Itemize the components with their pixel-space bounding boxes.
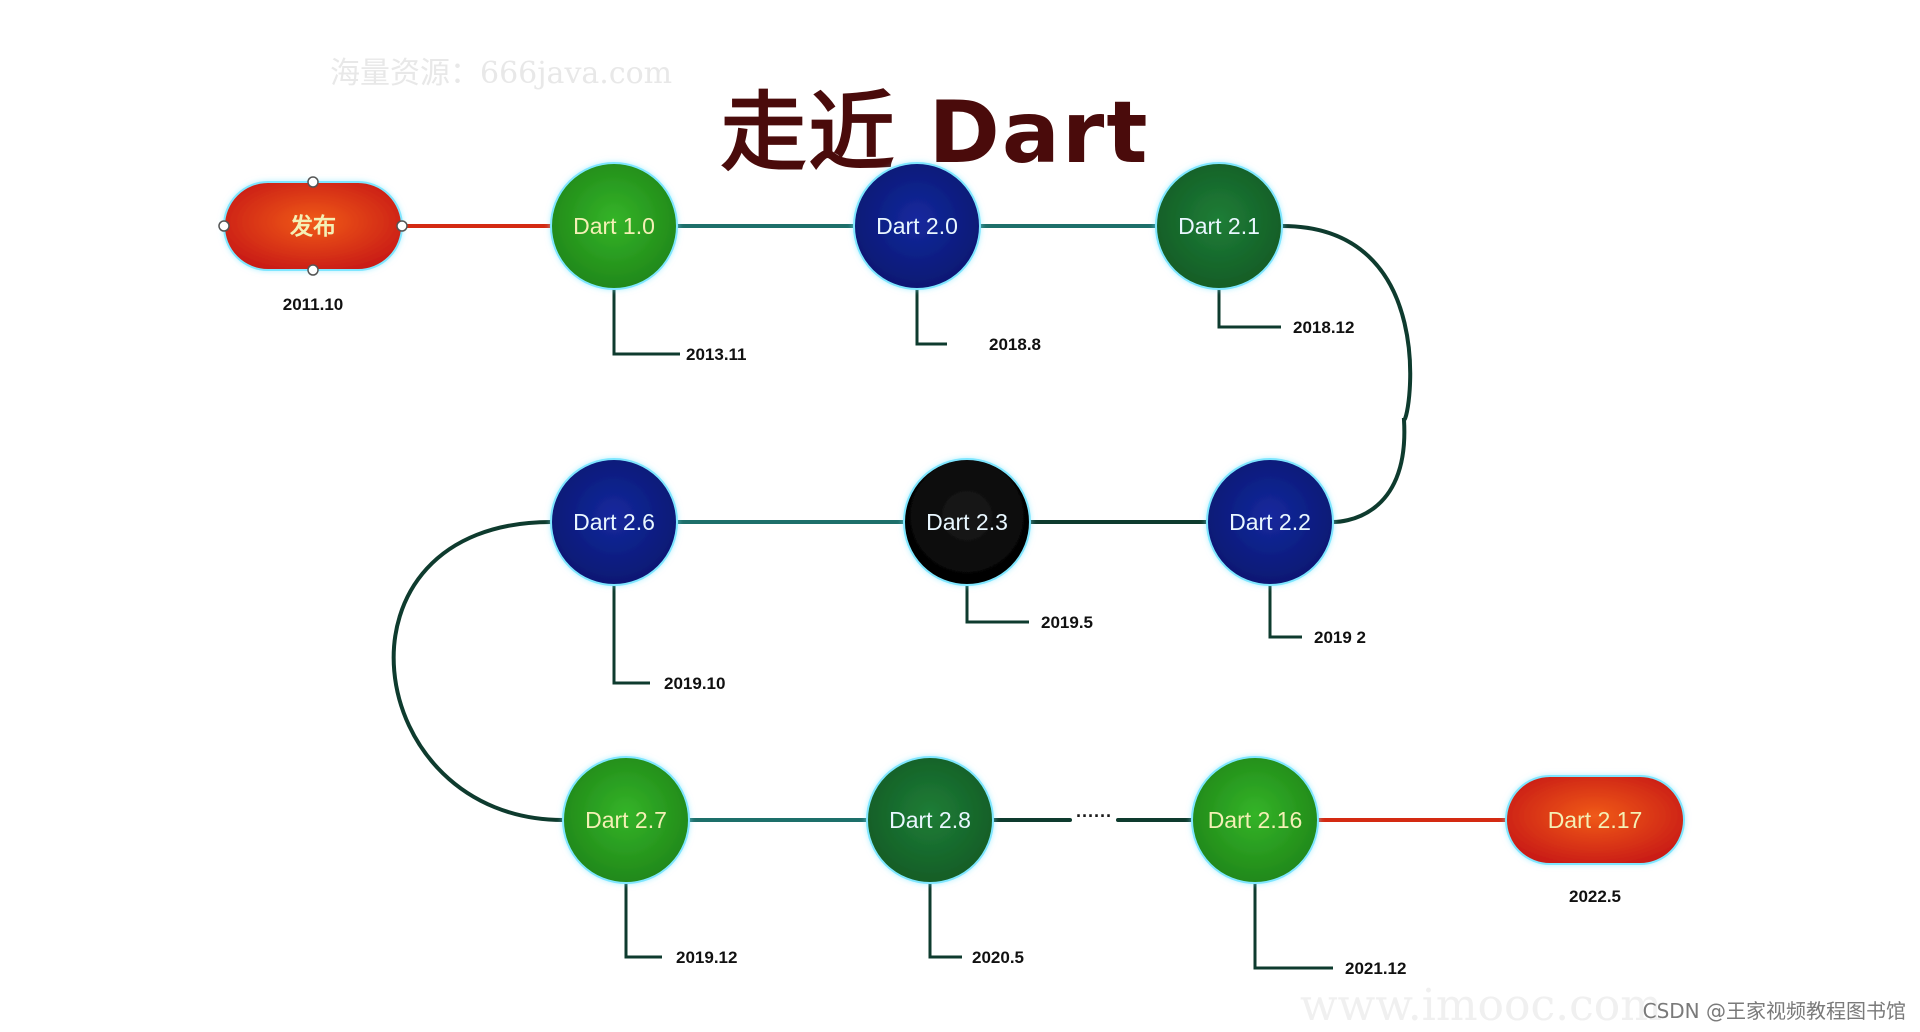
- date-leader-lines: [612, 289, 1333, 970]
- date-label-dart-2-7: 2019.12: [676, 948, 737, 967]
- date-leader-dart-2-16: [1253, 883, 1333, 970]
- date-label-publish: 2011.10: [283, 295, 344, 314]
- node-label-dart-2-1: Dart 2.1: [1178, 213, 1260, 239]
- selection-handle: [307, 264, 319, 276]
- selection-handle: [396, 220, 408, 232]
- date-label-dart-2-0: 2018.8: [989, 335, 1041, 354]
- date-leader-dart-2-6: [612, 585, 650, 685]
- date-label-dart-2-8: 2020.5: [972, 948, 1024, 967]
- connector-2-6-to-2-7: [391, 520, 565, 822]
- date-leader-dart-1-0: [612, 289, 680, 356]
- selection-handle: [307, 176, 319, 188]
- date-label-dart-1-0: 2013.11: [686, 345, 747, 364]
- node-dart-2-8: [866, 756, 994, 884]
- node-label-dart-1-0: Dart 1.0: [573, 213, 655, 239]
- date-label-dart-2-6: 2019.10: [664, 674, 725, 693]
- date-label-dart-2-16: 2021.12: [1345, 959, 1406, 978]
- node-label-dart-2-6: Dart 2.6: [573, 509, 655, 535]
- node-dart-2-16: [1191, 756, 1319, 884]
- connector-lines: [391, 224, 1508, 822]
- node-dart-2-2: [1206, 458, 1334, 586]
- node-label-dart-2-2: Dart 2.2: [1229, 509, 1311, 535]
- date-label-dart-2-3: 2019.5: [1041, 613, 1093, 632]
- node-label-dart-2-3: Dart 2.3: [926, 509, 1008, 535]
- node-dart-2-3: [903, 458, 1031, 586]
- node-label-dart-2-16: Dart 2.16: [1208, 807, 1303, 833]
- node-dart-2-17: [1505, 775, 1685, 865]
- date-leader-dart-2-2: [1268, 585, 1302, 639]
- node-dart-2-7: [562, 756, 690, 884]
- date-label-dart-2-1: 2018.12: [1293, 318, 1354, 337]
- node-dart-2-6: [550, 458, 678, 586]
- node-label-publish: 发布: [289, 213, 336, 239]
- date-leader-dart-2-0: [915, 289, 947, 346]
- selection-handle: [218, 220, 230, 232]
- credit-text: CSDN @王家视频教程图书馆: [1642, 999, 1906, 1023]
- node-label-dart-2-17: Dart 2.17: [1548, 807, 1643, 833]
- watermark-bottom: www.imooc.com: [1300, 980, 1663, 1031]
- node-dart-1-0: [550, 162, 678, 290]
- watermark-top: 海量资源：666java.com: [330, 56, 673, 91]
- node-dart-2-1: [1155, 162, 1283, 290]
- date-label-dart-2-17: 2022.5: [1569, 887, 1621, 906]
- date-leader-dart-2-7: [624, 883, 662, 959]
- date-label-dart-2-2: 2019 2: [1314, 628, 1366, 647]
- node-label-dart-2-7: Dart 2.7: [585, 807, 667, 833]
- ellipsis-text: ······: [1076, 806, 1112, 826]
- node-dart-2-0: [853, 162, 981, 290]
- date-leader-dart-2-3: [965, 585, 1029, 624]
- node-label-dart-2-0: Dart 2.0: [876, 213, 958, 239]
- date-leader-dart-2-8: [928, 883, 962, 959]
- node-label-dart-2-8: Dart 2.8: [889, 807, 971, 833]
- connector-2-1-to-2-2: [1280, 224, 1413, 524]
- date-leader-dart-2-1: [1217, 289, 1281, 329]
